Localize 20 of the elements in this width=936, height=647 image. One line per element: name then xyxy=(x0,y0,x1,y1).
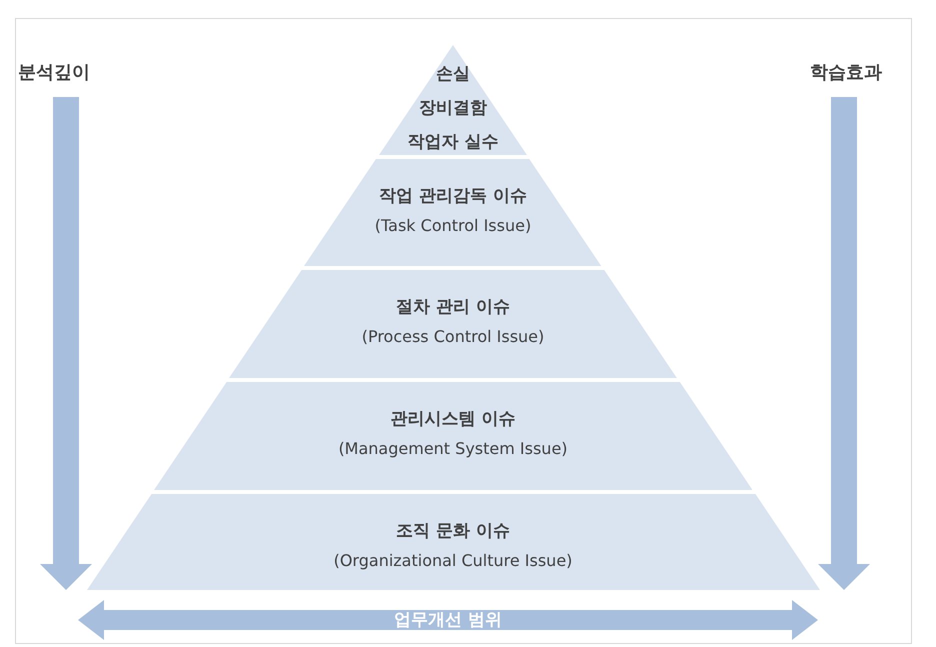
band-label: 업무개선 범위 xyxy=(394,609,502,632)
pyramid-layer xyxy=(154,382,752,490)
layer-subtitle: (Task Control Issue) xyxy=(374,215,532,237)
layer-subtitle: (Management System Issue) xyxy=(338,438,568,460)
pyramid-apex xyxy=(379,45,527,155)
layer-title: 관리시스템 이슈 xyxy=(390,408,516,431)
layer-subtitle: (Organizational Culture Issue) xyxy=(334,550,572,572)
axis-label: 분석깊이 xyxy=(18,61,90,84)
layer-item: 장비결함 xyxy=(418,97,487,120)
double-arrow-band xyxy=(78,600,818,640)
layer-item: 손실 xyxy=(436,63,470,86)
layer-title: 작업 관리감독 이슈 xyxy=(379,185,527,208)
layer-title: 절차 관리 이슈 xyxy=(396,296,510,319)
axis-label: 학습효과 xyxy=(810,61,882,84)
pyramid-layer xyxy=(304,159,602,266)
pyramid-layer xyxy=(86,494,820,590)
layer-item: 작업자 실수 xyxy=(408,131,498,154)
pyramid-layer xyxy=(229,270,677,378)
layer-title: 조직 문화 이슈 xyxy=(396,520,510,543)
layer-subtitle: (Process Control Issue) xyxy=(362,326,544,348)
